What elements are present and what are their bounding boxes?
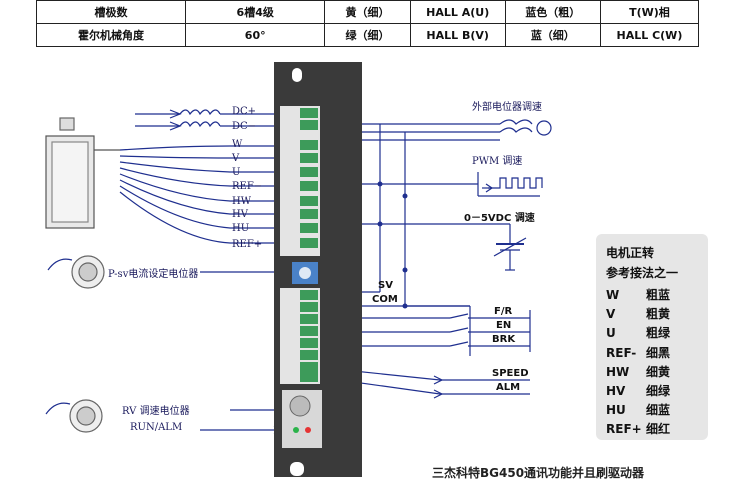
motor-icon: [45, 117, 120, 229]
note-row: HW 细黄: [606, 363, 670, 380]
note-row: REF- 细黑: [606, 344, 670, 361]
speed-label: SPEED: [492, 368, 529, 379]
pwm-label: PWM 调速: [472, 156, 523, 167]
terminal-label-ref-minus: REF−: [232, 181, 263, 192]
spec-cell: HALL C(W): [599, 23, 700, 47]
en-label: EN: [496, 320, 512, 331]
note-row: V 粗黄: [606, 305, 670, 322]
wiring-note-box: 电机正转 参考接法之一 W 粗蓝 V 粗黄 U 粗绿 REF- 细黑 HW 细黄 HV 细绿…: [596, 234, 708, 440]
note-row: REF+ 细红: [606, 420, 670, 437]
spec-cell: 霍尔机械角度: [35, 23, 187, 47]
motor-wires: [119, 145, 285, 244]
note-value: 粗绿: [646, 326, 671, 340]
driver-unit: [274, 62, 362, 477]
note-row: HU 细蓝: [606, 401, 670, 418]
note-key: W: [606, 288, 620, 302]
note-subtitle: 参考接法之一: [606, 266, 679, 280]
note-value: 细蓝: [646, 403, 671, 417]
rv-knob-icon: [45, 399, 284, 435]
note-value: 粗黄: [646, 307, 671, 321]
spec-table: 槽极数 6槽4级 黄（细） HALL A(U) 蓝色（粗） T(W)相 霍尔机械…: [35, 0, 700, 47]
terminal-label-hu: HU: [232, 223, 250, 234]
brk-label: BRK: [492, 334, 516, 345]
note-title: 电机正转: [606, 246, 655, 260]
run-alm-label: RUN/ALM: [130, 422, 183, 433]
sv-label: SV: [378, 280, 393, 291]
note-row: U 粗绿: [606, 324, 670, 341]
spec-row-2: 霍尔机械角度 60° 绿（细） HALL B(V) 蓝（细） HALL C(W): [35, 23, 700, 47]
terminal-label-u: U: [232, 167, 241, 178]
rv-pot-label: RV 调速电位器: [122, 406, 190, 417]
spec-cell: 黄（细）: [324, 0, 411, 24]
signal-bus: [325, 124, 471, 356]
spec-cell: 槽极数: [35, 0, 187, 24]
terminal-label-hw: HW: [232, 196, 251, 207]
spec-cell: HALL B(V): [409, 23, 506, 47]
note-key: REF-: [606, 346, 637, 360]
terminal-label-dc-plus: DC+: [232, 106, 257, 117]
note-key: REF+: [606, 422, 642, 436]
com-label: COM: [372, 294, 398, 305]
terminal-label-hv: HV: [232, 209, 248, 220]
terminal-label-w: W: [232, 139, 243, 150]
psv-knob-icon: [47, 255, 292, 289]
junction-dots: [377, 181, 408, 309]
terminal-label-v: V: [232, 153, 240, 164]
psv-pot-label: P-sv电流设定电位器: [108, 269, 199, 280]
note-key: U: [606, 326, 616, 340]
terminal-label-dc-minus: DC−: [232, 121, 257, 132]
note-row: W 粗蓝: [606, 286, 670, 303]
spec-cell: 蓝色（粗）: [504, 0, 601, 24]
note-value: 细绿: [646, 384, 671, 398]
note-key: HV: [606, 384, 626, 398]
note-row: HV 细绿: [606, 382, 670, 399]
spec-cell: HALL A(U): [409, 0, 506, 24]
note-value: 粗蓝: [646, 288, 671, 302]
note-value: 细黄: [646, 365, 671, 379]
spec-cell: 绿（细）: [324, 23, 411, 47]
alm-label: ALM: [496, 382, 521, 393]
terminal-label-ref-plus: REF+: [232, 239, 263, 250]
fr-label: F/R: [494, 306, 513, 317]
note-value: 细红: [646, 422, 671, 436]
bottom-caption: 三杰科特BG450通讯功能并且刷驱动器: [432, 466, 645, 480]
dc-input-wires: [135, 109, 285, 131]
spec-cell: 蓝（细）: [504, 23, 601, 47]
note-key: HU: [606, 403, 626, 417]
external-pot-label: 外部电位器调速: [472, 102, 542, 113]
note-key: V: [606, 307, 616, 321]
note-value: 细黑: [646, 346, 671, 360]
note-key: HW: [606, 365, 630, 379]
vdc-label: 0－5VDC 调速: [464, 213, 535, 224]
